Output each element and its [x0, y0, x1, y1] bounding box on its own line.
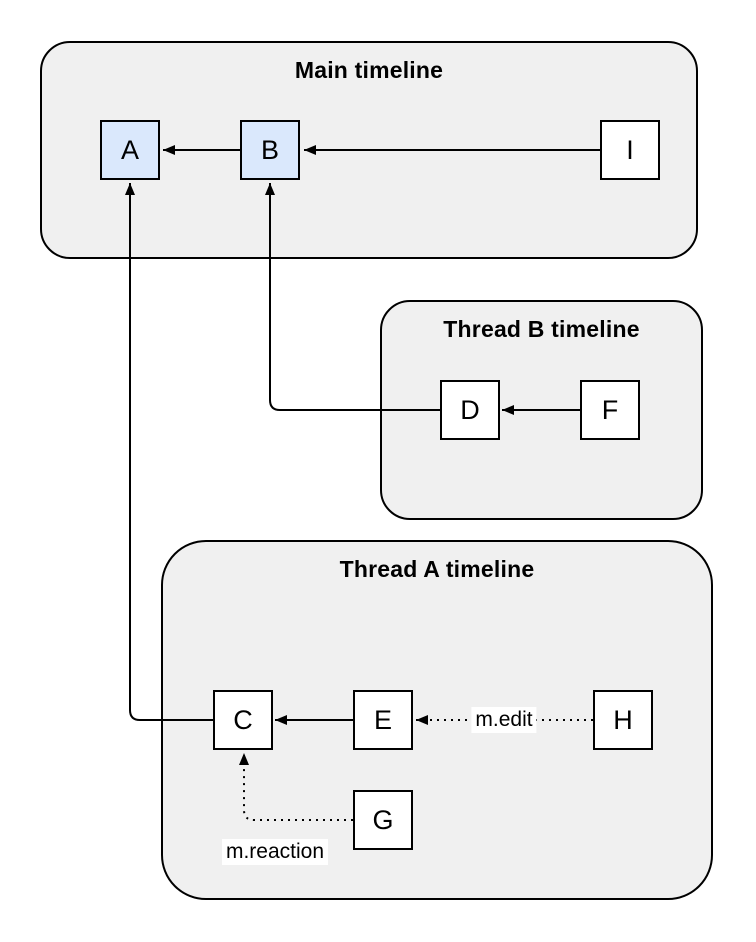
- edge-label-m-edit: m.edit: [471, 707, 537, 733]
- thread-a-timeline-title: Thread A timeline: [339, 556, 535, 582]
- event-node-e: E: [353, 690, 413, 750]
- event-node-f: F: [580, 380, 640, 440]
- edge-label-m-reaction: m.reaction: [221, 839, 329, 865]
- event-node-b: B: [240, 120, 300, 180]
- event-node-h: H: [593, 690, 653, 750]
- event-node-c: C: [213, 690, 273, 750]
- edge-g-to-c-m-reaction: [239, 753, 353, 821]
- event-node-i: I: [600, 120, 660, 180]
- edge-c-to-a: [125, 183, 213, 721]
- event-node-a: A: [100, 120, 160, 180]
- event-node-d: D: [440, 380, 500, 440]
- main-timeline-title: Main timeline: [294, 57, 444, 83]
- edge-d-to-b: [265, 183, 440, 411]
- event-node-g: G: [353, 790, 413, 850]
- thread-b-timeline-title: Thread B timeline: [443, 316, 640, 342]
